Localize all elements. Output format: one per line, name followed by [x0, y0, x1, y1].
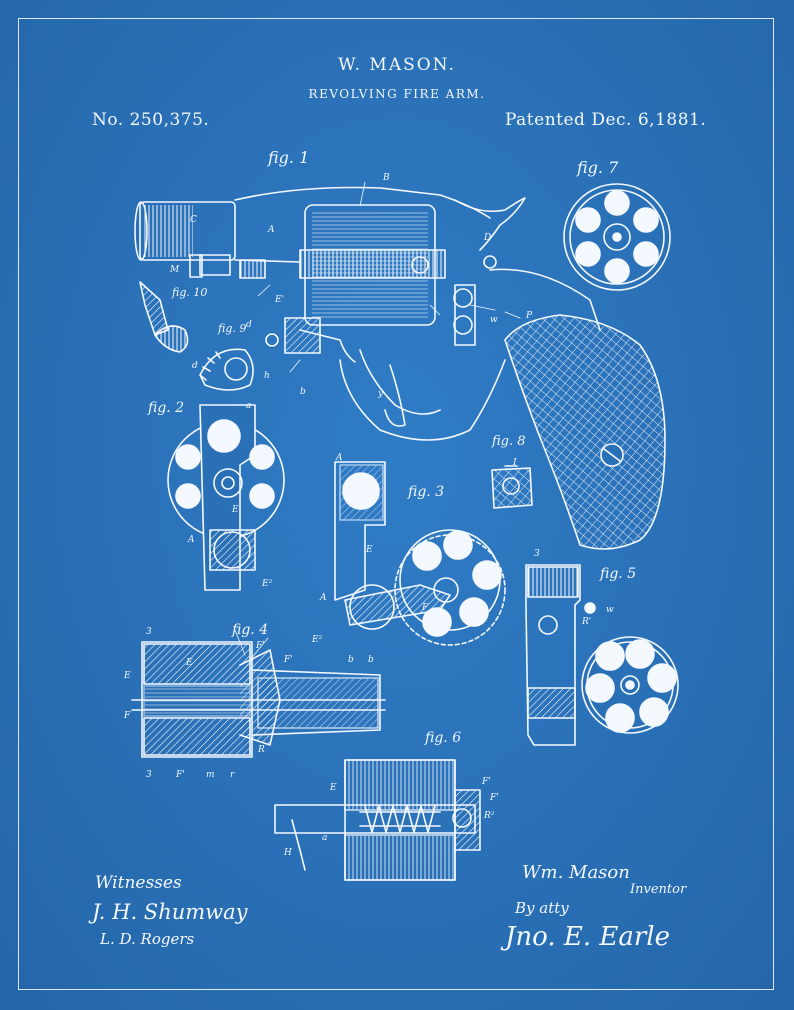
- svg-text:A: A: [335, 453, 343, 463]
- svg-text:A: A: [187, 535, 195, 545]
- fig2-label: fig. 2: [148, 400, 185, 416]
- svg-text:y: y: [377, 389, 384, 399]
- fig10-lever: [139, 281, 189, 353]
- svg-text:b: b: [348, 655, 354, 665]
- fig9-label: fig. 9: [218, 322, 247, 335]
- inventor-role: Inventor: [630, 882, 687, 897]
- svg-text:C: C: [190, 215, 197, 225]
- svg-text:3: 3: [146, 627, 152, 637]
- svg-text:a: a: [246, 401, 251, 411]
- fig1-label: fig. 1: [268, 148, 310, 167]
- fig7-label: fig. 7: [577, 158, 619, 177]
- witness-signature-1: J. H. Shumway: [92, 900, 248, 924]
- by-attorney-label: By atty: [515, 899, 569, 917]
- svg-text:h: h: [264, 371, 270, 381]
- svg-text:R²: R²: [483, 811, 495, 821]
- svg-text:R': R': [581, 617, 591, 627]
- svg-text:w: w: [490, 315, 498, 325]
- svg-text:b: b: [368, 655, 374, 665]
- svg-text:E: E: [185, 658, 193, 668]
- svg-text:F': F': [489, 793, 499, 803]
- svg-text:m: m: [206, 770, 215, 780]
- svg-text:E²: E²: [261, 579, 273, 589]
- svg-text:I: I: [512, 458, 517, 468]
- svg-text:d: d: [246, 320, 252, 330]
- border-frame: [18, 18, 774, 990]
- svg-text:r: r: [230, 770, 235, 780]
- svg-text:w: w: [606, 605, 614, 615]
- svg-text:3: 3: [534, 549, 540, 559]
- patent-title: REVOLVING FIRE ARM.: [308, 87, 486, 101]
- svg-text:A: A: [319, 593, 327, 603]
- svg-text:H: H: [283, 848, 292, 858]
- svg-text:a: a: [322, 833, 327, 843]
- svg-text:R: R: [257, 745, 265, 755]
- fig4-label: fig. 4: [232, 622, 269, 638]
- svg-text:E: E: [231, 505, 239, 515]
- fig5-label: fig. 5: [600, 566, 637, 582]
- fig3-label: fig. 3: [408, 484, 445, 500]
- witnesses-label: Witnesses: [95, 873, 182, 893]
- svg-text:b: b: [300, 387, 306, 397]
- svg-text:F': F': [255, 641, 265, 651]
- inventor-signature: Wm. Mason: [522, 862, 630, 883]
- svg-text:d: d: [192, 361, 198, 371]
- patent-number: No. 250,375.: [92, 110, 210, 130]
- patent-date: Patented Dec. 6,1881.: [505, 110, 707, 130]
- svg-text:B: B: [382, 173, 390, 183]
- fig5-drawing: [525, 564, 679, 746]
- svg-text:F: F: [123, 711, 131, 721]
- svg-text:E²: E²: [311, 635, 323, 645]
- svg-text:E': E': [274, 295, 284, 305]
- fig4-drawing: [131, 641, 386, 758]
- svg-text:F': F': [175, 770, 185, 780]
- fig6-label: fig. 6: [425, 730, 462, 746]
- svg-text:D: D: [483, 233, 491, 243]
- svg-text:F': F': [283, 655, 293, 665]
- fig8-label: fig. 8: [492, 434, 526, 449]
- svg-text:F': F': [481, 777, 491, 787]
- fig6-drawing: [274, 759, 481, 881]
- fig7-cylinder: [563, 183, 671, 291]
- svg-text:M: M: [169, 265, 180, 275]
- fig9-ratchet: [199, 348, 254, 391]
- fig3-drawing: [334, 461, 506, 646]
- fig8-detail: [491, 465, 533, 509]
- inventor-name: W. MASON.: [338, 55, 456, 75]
- attorney-signature: Jno. E. Earle: [505, 922, 671, 952]
- svg-text:E: E: [329, 783, 337, 793]
- fig1-revolver: [134, 186, 666, 550]
- svg-text:E: E: [123, 671, 131, 681]
- svg-text:A: A: [267, 225, 275, 235]
- fig10-label: fig. 10: [172, 286, 208, 299]
- svg-text:E: E: [365, 545, 373, 555]
- svg-text:3: 3: [146, 770, 152, 780]
- witness-signature-2: L. D. Rogers: [100, 930, 195, 948]
- fig2-drawing: [167, 404, 285, 591]
- svg-text:F: F: [421, 603, 429, 613]
- svg-text:P: P: [525, 311, 533, 321]
